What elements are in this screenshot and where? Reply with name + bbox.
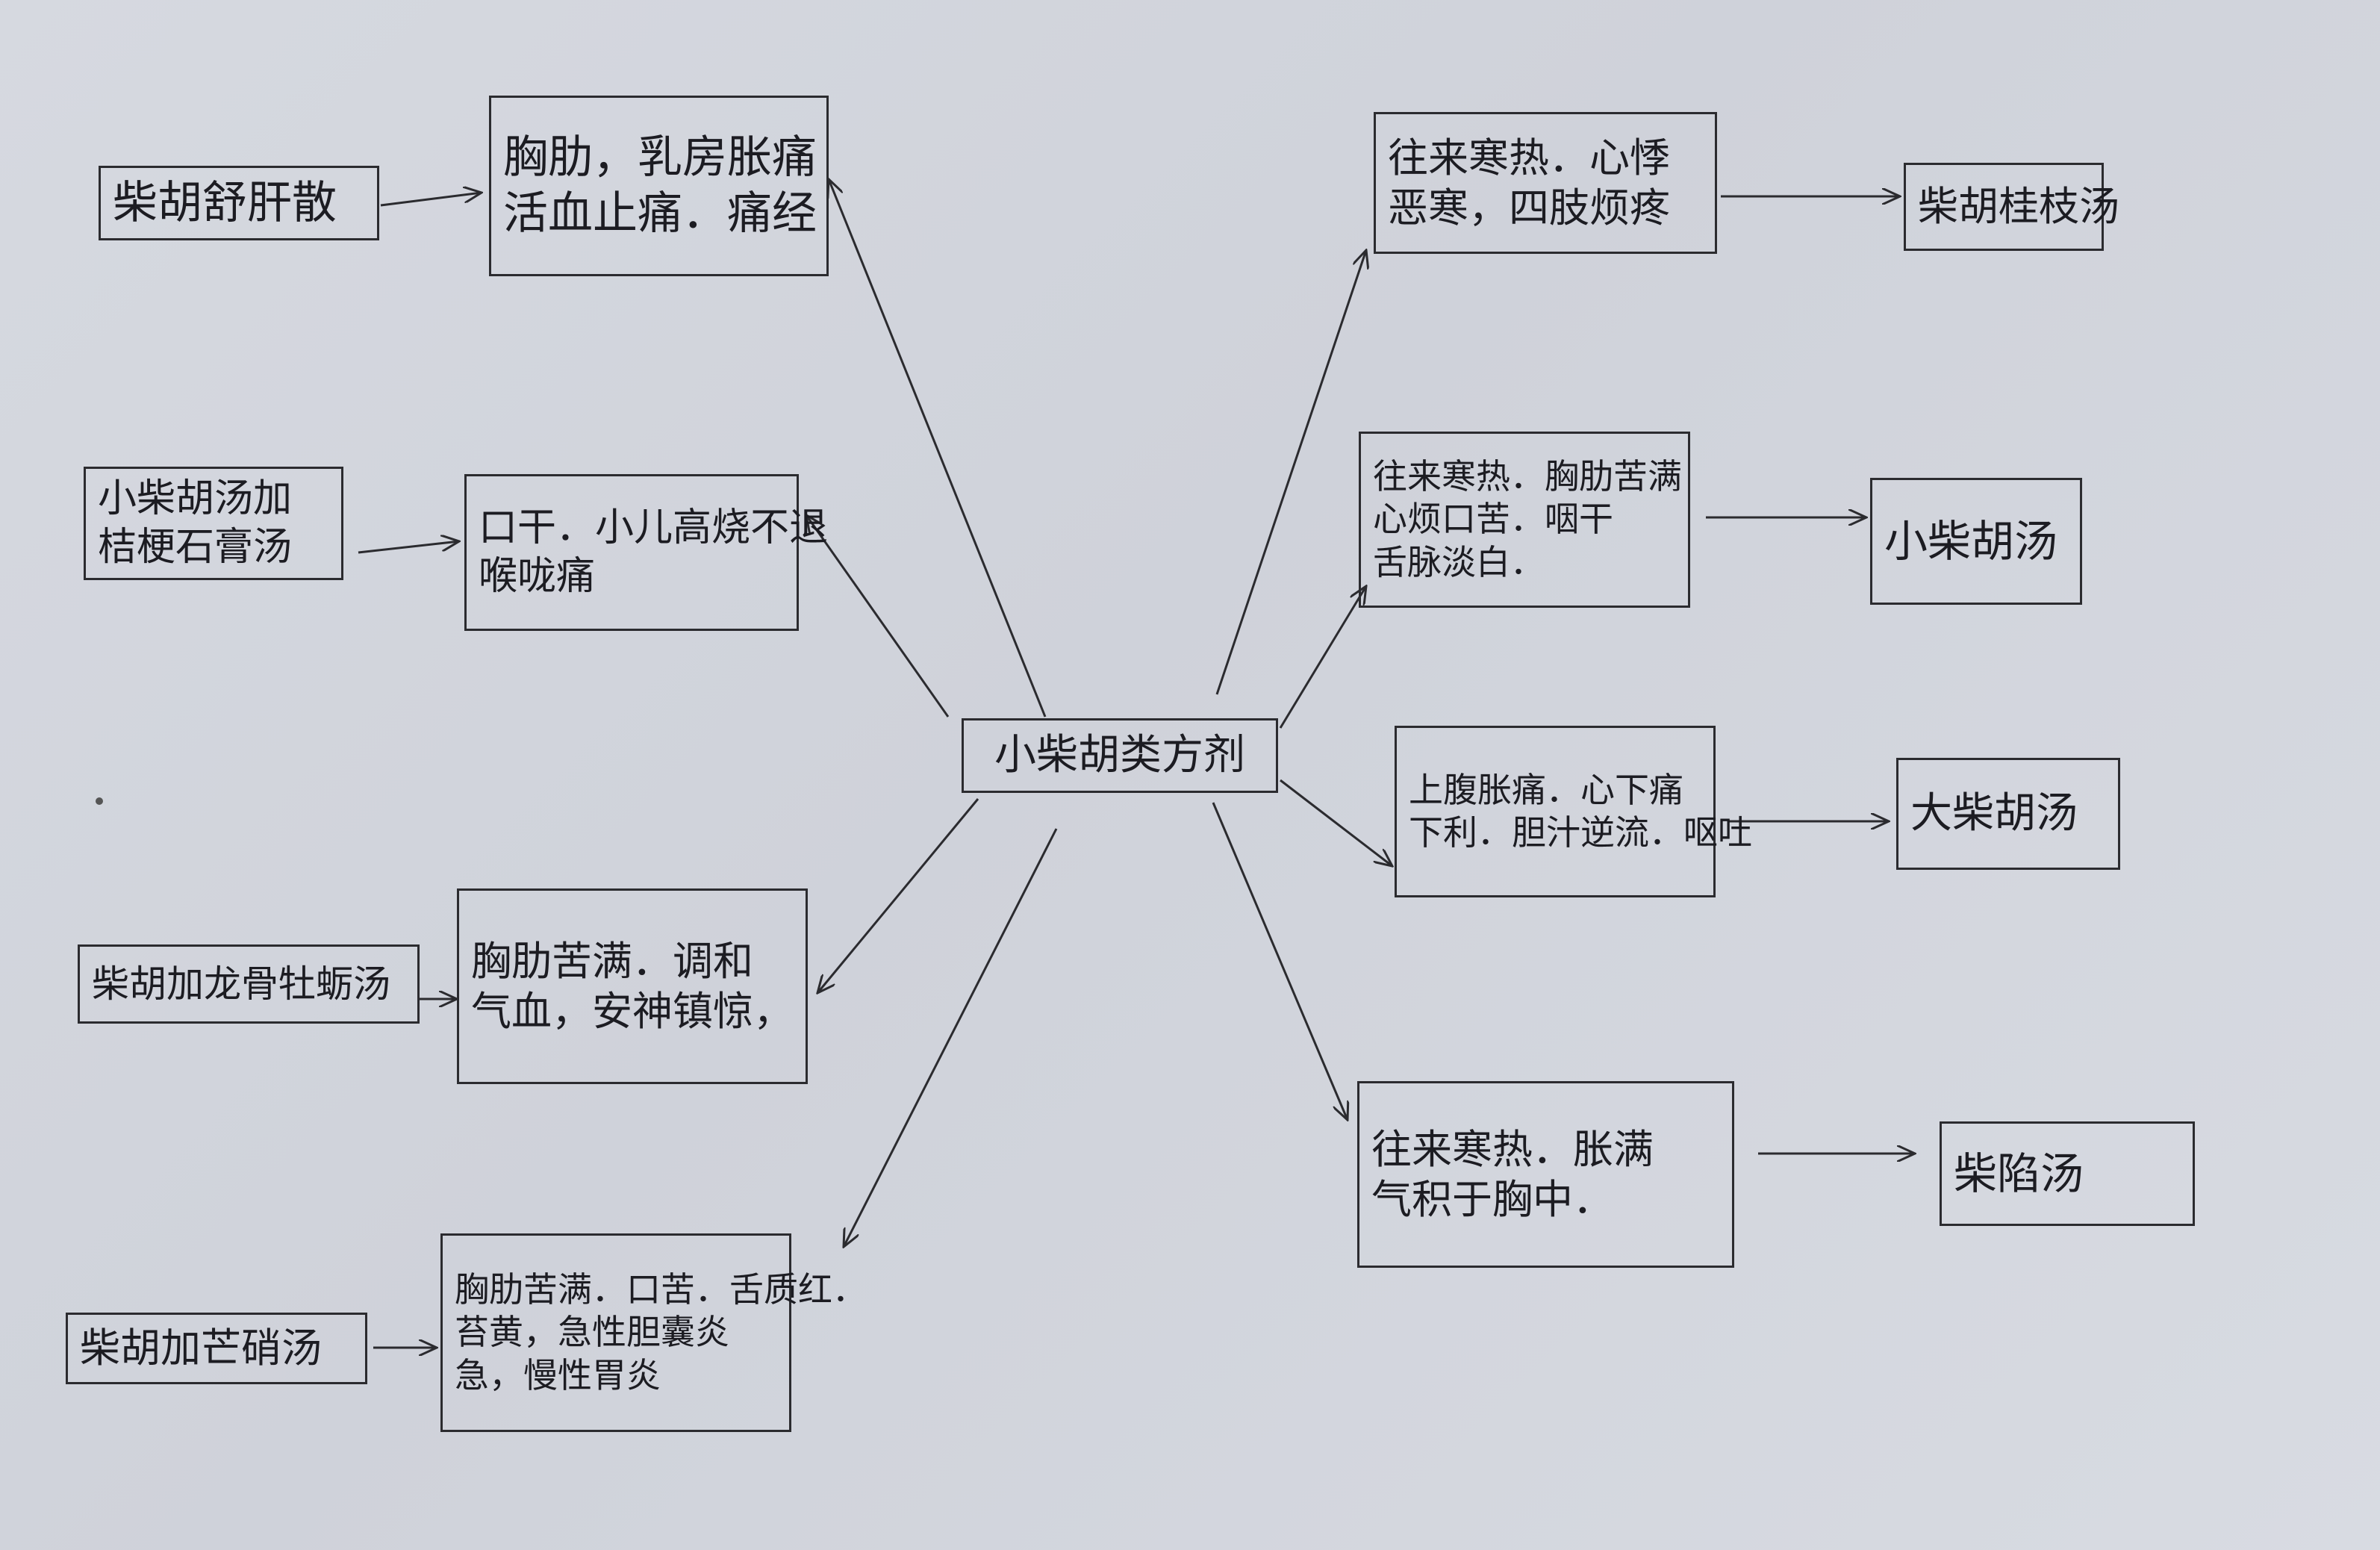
right-indication-3: 上腹胀痛．心下痛 下利．胆汁逆流．呕吐 xyxy=(1395,726,1752,897)
left-indication-1-line-1: 胸肋，乳房胀痛 xyxy=(503,131,817,184)
left-indication-4-line-2: 苔黄，急性胆囊炎 xyxy=(455,1312,729,1353)
edge-center-right-3 xyxy=(1280,779,1392,866)
left-formula-2-line-1: 小柴胡汤加 xyxy=(98,476,293,521)
right-formula-3-line: 大柴胡汤 xyxy=(1910,789,2078,838)
left-indication-4-line-3: 急，慢性胃炎 xyxy=(455,1354,661,1395)
right-indication-1-line-1: 往来寒热．心悸 xyxy=(1388,134,1670,181)
right-indication-4: 往来寒热．胀满 气积于胸中． xyxy=(1357,1081,1734,1268)
right-indication-2-line-3: 舌脉淡白． xyxy=(1373,541,1545,582)
right-formula-1-line: 柴胡桂枝汤 xyxy=(1918,183,2119,231)
center-node: 小柴胡类方剂 xyxy=(962,718,1278,793)
left-indication-3: 胸肋苦满．调和 气血，安神镇惊， xyxy=(457,888,808,1084)
ink-dot xyxy=(96,797,103,805)
right-formula-4-line: 柴陷汤 xyxy=(1954,1148,2084,1199)
right-indication-2-line-2: 心烦口苦．咽干 xyxy=(1373,499,1613,540)
edge-center-left-1 xyxy=(829,179,1047,718)
left-indication-4-line-1: 胸肋苦满．口苦．舌质红． xyxy=(455,1269,867,1310)
right-formula-3: 大柴胡汤 xyxy=(1896,758,2120,870)
right-indication-2: 往来寒热．胸肋苦满 心烦口苦．咽干 舌脉淡白． xyxy=(1359,432,1690,608)
edge-center-left-2 xyxy=(806,515,950,718)
right-formula-4: 柴陷汤 xyxy=(1940,1121,2195,1226)
right-indication-3-line-2: 下利．胆汁逆流．呕吐 xyxy=(1409,812,1752,853)
left-indication-3-line-2: 气血，安神镇惊， xyxy=(471,988,794,1035)
edge-left-2 xyxy=(358,541,459,554)
left-indication-4: 胸肋苦满．口苦．舌质红． 苔黄，急性胆囊炎 急，慢性胃炎 xyxy=(440,1233,867,1432)
right-formula-2: 小柴胡汤 xyxy=(1870,478,2082,605)
right-indication-1: 往来寒热．心悸 恶寒，四肢烦疼 xyxy=(1374,112,1717,254)
left-formula-2-line-2: 桔梗石膏汤 xyxy=(98,525,293,570)
right-indication-4-line-1: 往来寒热．胀满 xyxy=(1371,1125,1654,1173)
right-formula-1: 柴胡桂枝汤 xyxy=(1904,163,2119,251)
edge-left-1 xyxy=(380,193,482,207)
left-formula-4: 柴胡加芒硝汤 xyxy=(66,1313,367,1384)
left-formula-1: 柴胡舒肝散 xyxy=(99,166,379,240)
left-indication-2-line-1: 口干．小儿高烧不退 xyxy=(479,505,829,550)
edge-center-left-3 xyxy=(817,798,979,993)
left-formula-3: 柴胡加龙骨牡蛎汤 xyxy=(78,944,420,1024)
right-indication-1-line-2: 恶寒，四肢烦疼 xyxy=(1388,184,1670,231)
center-label: 小柴胡类方剂 xyxy=(994,731,1245,779)
edge-center-right-2 xyxy=(1279,586,1366,729)
edge-center-left-4 xyxy=(844,828,1058,1247)
left-formula-1-line: 柴胡舒肝散 xyxy=(113,176,337,229)
left-formula-4-line: 柴胡加芒硝汤 xyxy=(80,1325,322,1372)
left-formula-3-line: 柴胡加龙骨牡蛎汤 xyxy=(92,962,390,1006)
edge-center-right-1 xyxy=(1215,250,1366,695)
left-indication-3-line-1: 胸肋苦满．调和 xyxy=(471,937,753,985)
left-indication-1-line-2: 活血止痛．痛经 xyxy=(503,187,817,240)
left-indication-2-line-2: 喉咙痛 xyxy=(479,554,596,599)
right-indication-2-line-1: 往来寒热．胸肋苦满 xyxy=(1373,455,1682,497)
right-formula-2-line: 小柴胡汤 xyxy=(1884,515,2058,567)
right-indication-4-line-2: 气积于胸中． xyxy=(1371,1176,1613,1223)
left-formula-2: 小柴胡汤加 桔梗石膏汤 xyxy=(84,467,343,580)
edge-center-right-4 xyxy=(1212,802,1348,1120)
left-indication-1: 胸肋，乳房胀痛 活血止痛．痛经 xyxy=(489,96,829,276)
left-indication-2: 口干．小儿高烧不退 喉咙痛 xyxy=(464,474,829,631)
right-indication-3-line-1: 上腹胀痛．心下痛 xyxy=(1409,769,1683,810)
